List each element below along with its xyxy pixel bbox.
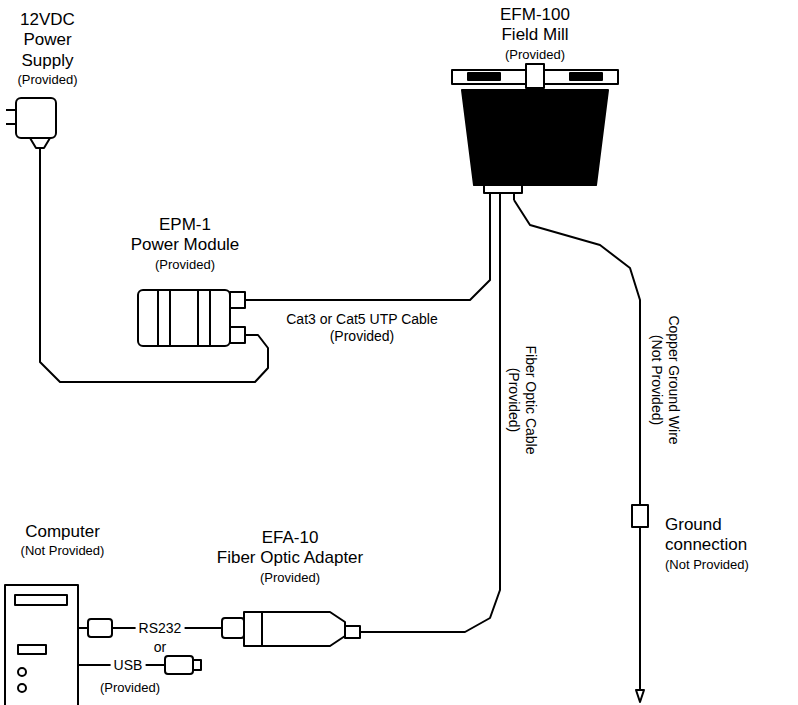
fiber-stub bbox=[360, 631, 380, 633]
cable-stub bbox=[499, 193, 501, 200]
adapter-ridge bbox=[261, 612, 263, 646]
cable bbox=[514, 200, 640, 495]
device-node: Computer(Not Provided) bbox=[0, 522, 125, 705]
supply-note: (Provided) bbox=[125, 257, 245, 273]
db9-plug bbox=[88, 619, 112, 637]
computer-tower bbox=[5, 585, 78, 705]
usb-plug bbox=[165, 656, 193, 674]
device-name: 12VDC Power Supply bbox=[0, 10, 95, 71]
cable bbox=[40, 155, 268, 382]
device-node: Ground connection(Not Provided) bbox=[620, 495, 798, 705]
device-node: EFM-100 Field Mill(Provided) bbox=[440, 5, 630, 200]
usb-plug-tip bbox=[193, 660, 201, 670]
device-drawings bbox=[5, 64, 648, 705]
cable bbox=[245, 200, 490, 300]
drive-bay bbox=[18, 645, 46, 654]
module-body bbox=[138, 290, 230, 346]
rj-jack bbox=[230, 292, 245, 308]
button bbox=[18, 668, 26, 676]
usb-cable bbox=[78, 664, 165, 666]
cable-label: Cat3 or Cat5 UTP Cable (Provided) bbox=[286, 311, 437, 345]
power-jack bbox=[230, 327, 245, 343]
serial-cable bbox=[200, 627, 222, 629]
cable-gland bbox=[484, 185, 522, 193]
module-ridge bbox=[197, 290, 199, 346]
rotor-hub bbox=[526, 64, 544, 88]
cable bbox=[380, 200, 500, 632]
device-node: EFA-10 Fiber Optic Adapter(Provided) bbox=[200, 528, 380, 660]
device-name: Computer bbox=[0, 522, 125, 542]
supply-note: (Not Provided) bbox=[0, 543, 125, 559]
adapter-strain-relief bbox=[30, 138, 50, 148]
serial-cable bbox=[112, 627, 125, 629]
device-name: EFM-100 Field Mill bbox=[440, 5, 630, 46]
ground-clamp bbox=[632, 505, 648, 527]
device-name: EPM-1 Power Module bbox=[125, 215, 245, 256]
device-name: Ground connection bbox=[665, 515, 798, 556]
cable-note: (Provided) bbox=[100, 680, 160, 696]
plug-prong bbox=[6, 123, 16, 125]
supply-note: (Provided) bbox=[440, 47, 630, 63]
module-ridge bbox=[209, 290, 211, 346]
serial-cable bbox=[78, 627, 88, 629]
module-ridge bbox=[169, 290, 171, 346]
cable-stub bbox=[489, 193, 491, 200]
rotor-vane bbox=[570, 73, 602, 80]
device-node: 12VDC Power Supply(Provided) bbox=[0, 10, 95, 155]
cable-note: USB bbox=[111, 657, 146, 674]
adapter-body bbox=[244, 612, 345, 646]
fiber-connector bbox=[345, 626, 360, 638]
rotor-vane bbox=[468, 73, 500, 80]
device-name: EFA-10 Fiber Optic Adapter bbox=[200, 528, 380, 569]
supply-note: (Provided) bbox=[0, 72, 95, 88]
cable-label: Fiber Optic Cable (Provided) bbox=[505, 346, 539, 455]
module-ridge bbox=[157, 290, 159, 346]
cable-note: or bbox=[154, 639, 166, 656]
plug-prong bbox=[6, 109, 16, 111]
adapter-body bbox=[16, 98, 56, 138]
adapter-cord bbox=[39, 148, 41, 155]
supply-note: (Provided) bbox=[200, 570, 380, 586]
mill-housing bbox=[462, 90, 608, 185]
button bbox=[18, 684, 26, 692]
cable bbox=[125, 627, 200, 629]
db9-socket bbox=[222, 618, 244, 638]
cable-label: Copper Ground Wire (Not Provided) bbox=[648, 315, 682, 444]
supply-note: (Not Provided) bbox=[665, 557, 798, 573]
cable-stub bbox=[513, 193, 515, 200]
drive-bay bbox=[15, 595, 67, 605]
device-node: EPM-1 Power Module(Provided) bbox=[125, 215, 245, 355]
ground-rod-tip bbox=[636, 690, 644, 702]
